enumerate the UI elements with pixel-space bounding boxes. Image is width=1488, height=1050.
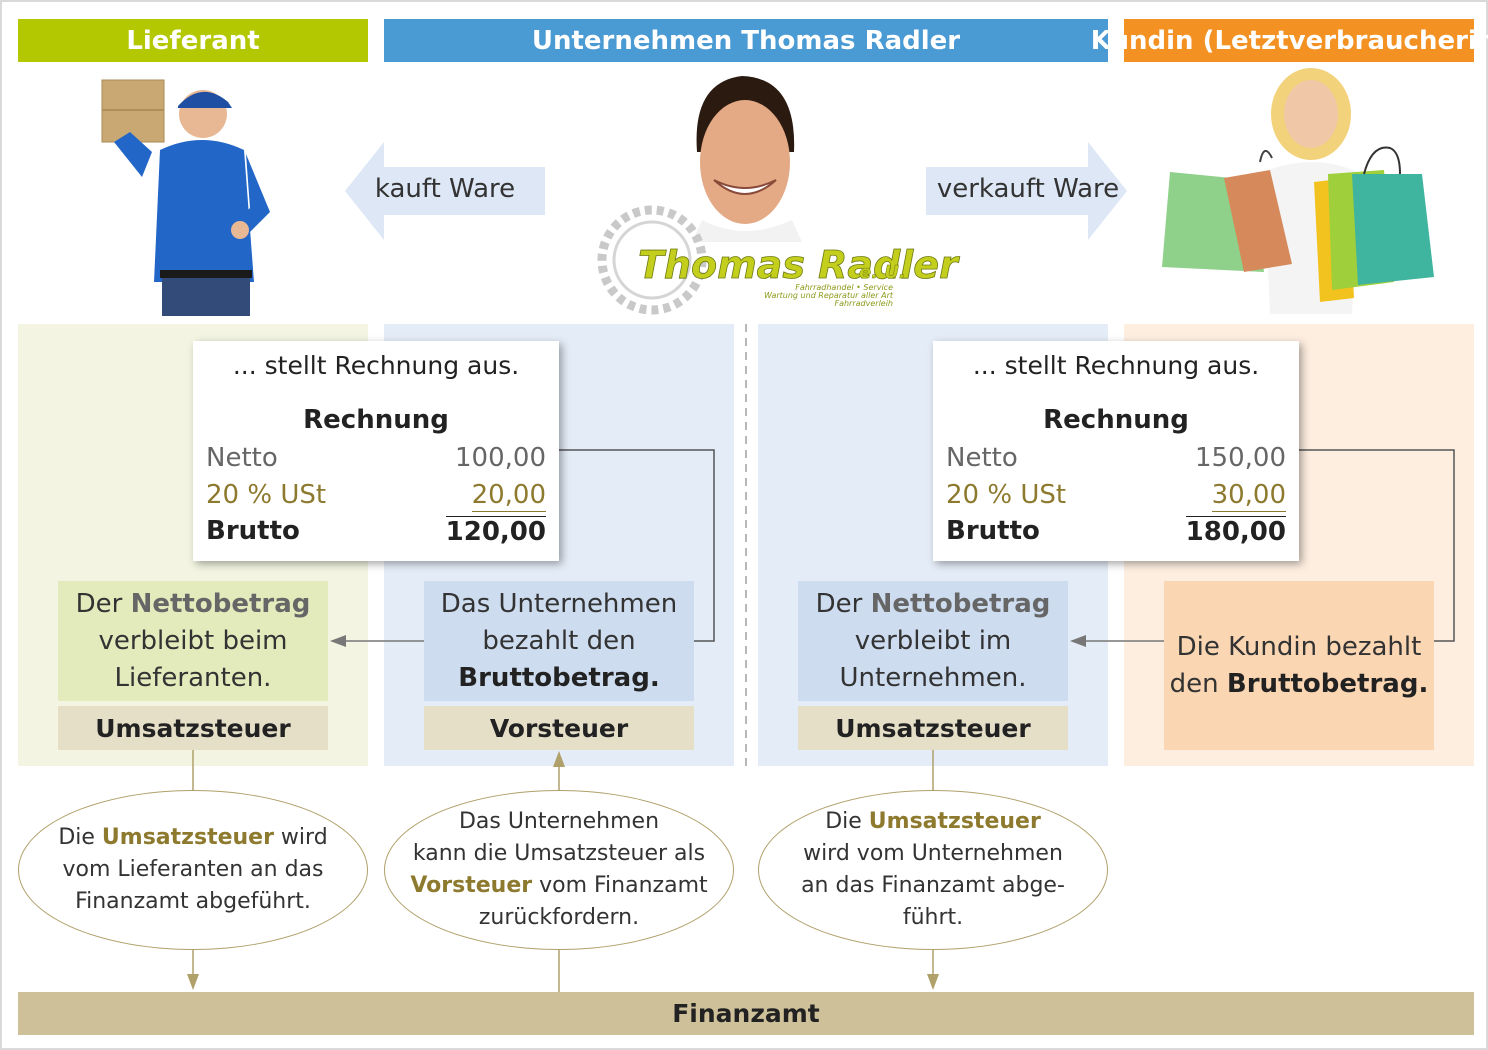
invoice-title: Rechnung: [1043, 405, 1189, 435]
tax-value: 30,00: [1211, 480, 1286, 512]
company-owner-image: [692, 76, 802, 242]
company-keeps-net-box: Der Nettobetrag verbleibt im Unternehmen…: [798, 581, 1068, 701]
oval-text: Finanzamt abgeführt.: [75, 889, 311, 914]
oval-text: führt.: [902, 905, 964, 930]
tax-label: 20 % USt: [946, 480, 1067, 510]
gross-label: Brutto: [946, 516, 1040, 546]
box-text: bezahlt den: [482, 625, 636, 656]
oval-text: kann die Umsatzsteuer als: [412, 841, 706, 866]
oval-text-highlight: Vorsteuer: [410, 873, 533, 898]
invoice-heading: ... stellt Rechnung aus.: [972, 351, 1260, 380]
gear-logo-icon: [597, 205, 707, 315]
invoice-supplier: ... stellt Rechnung aus. Rechnung Netto …: [193, 341, 559, 561]
box-text: verbleibt beim: [98, 625, 288, 656]
box-text: Das Unternehmen: [440, 588, 678, 619]
oval-text: Das Unternehmen: [458, 809, 660, 834]
header-company: Unternehmen Thomas Radler: [384, 19, 1108, 62]
label-umsatzsteuer-supplier: Umsatzsteuer: [58, 706, 328, 750]
oval-text: Die: [58, 825, 102, 850]
invoice-heading: ... stellt Rechnung aus.: [232, 351, 520, 380]
label-vorsteuer: Vorsteuer: [424, 706, 694, 750]
sells-label: verkauft Ware: [936, 174, 1120, 204]
finanzamt-bar: Finanzamt: [18, 992, 1474, 1035]
box-text: verbleibt im: [854, 625, 1012, 656]
oval-text: wird: [273, 825, 328, 850]
buys-label: kauft Ware: [374, 174, 516, 204]
customer-pays-gross-box: Die Kundin bezahlt den Bruttobetrag.: [1164, 581, 1434, 750]
net-label: Netto: [946, 443, 1018, 473]
box-text-bold: Bruttobetrag.: [1226, 668, 1429, 699]
oval-text-highlight: Umsatzsteuer: [101, 825, 274, 850]
oval-text: wird vom Unternehmen: [803, 841, 1063, 866]
label-umsatzsteuer-company: Umsatzsteuer: [798, 706, 1068, 750]
header-supplier: Lieferant: [18, 19, 368, 62]
oval-text: vom Lieferanten an das: [62, 857, 324, 882]
logo-name: Thomas Radler: [638, 243, 960, 287]
tax-label: 20 % USt: [206, 480, 327, 510]
oval-text: an das Finanzamt abge-: [801, 873, 1065, 898]
logo-suffix: e. U.: [859, 262, 906, 283]
gross-value: 180,00: [1185, 516, 1286, 547]
logo-tagline-3: Fahrradverleih: [834, 299, 893, 308]
box-text: Lieferanten.: [114, 662, 272, 693]
header-customer: Kundin (Letztverbraucherin): [1091, 19, 1488, 62]
oval-text-highlight: Umsatzsteuer: [868, 809, 1041, 834]
net-value: 100,00: [455, 443, 546, 473]
box-text: Der: [75, 588, 131, 619]
box-text: Die Kundin bezahlt: [1176, 631, 1422, 662]
box-text: Unternehmen.: [839, 662, 1027, 693]
invoice-title: Rechnung: [303, 405, 449, 435]
net-label: Netto: [206, 443, 278, 473]
box-text: Der: [815, 588, 871, 619]
oval-text: Die: [825, 809, 869, 834]
oval-text: zurückfordern.: [478, 905, 640, 930]
box-text: den: [1169, 668, 1227, 699]
supplier-keeps-net-box: Der Nettobetrag verbleibt beim Lieferant…: [58, 581, 328, 701]
invoice-company: ... stellt Rechnung aus. Rechnung Netto …: [933, 341, 1299, 561]
sells-arrow: [926, 142, 1127, 240]
net-value: 150,00: [1195, 443, 1286, 473]
gross-label: Brutto: [206, 516, 300, 546]
buys-arrow: [345, 142, 545, 240]
gross-value: 120,00: [445, 516, 546, 547]
oval-text: vom Finanzamt: [532, 873, 708, 898]
box-text-bold: Nettobetrag: [130, 588, 311, 619]
delivery-man-image: [101, 79, 270, 316]
company-pays-gross-box: Das Unternehmen bezahlt den Bruttobetrag…: [424, 581, 694, 701]
oval-supplier-remits: Die Umsatzsteuer wird vom Lieferanten an…: [18, 790, 368, 950]
oval-company-remits: Die Umsatzsteuer wird vom Unternehmen an…: [758, 790, 1108, 950]
oval-company-reclaims: Das Unternehmen kann die Umsatzsteuer al…: [384, 790, 734, 950]
logo-tagline-1: Fahrradhandel • Service: [795, 283, 893, 292]
box-text-bold: Bruttobetrag.: [458, 662, 660, 693]
box-text-bold: Nettobetrag: [870, 588, 1051, 619]
shopping-woman-image: [1162, 68, 1434, 314]
logo-tagline-2: Wartung und Reparatur aller Art: [764, 291, 894, 300]
tax-value: 20,00: [471, 480, 546, 512]
